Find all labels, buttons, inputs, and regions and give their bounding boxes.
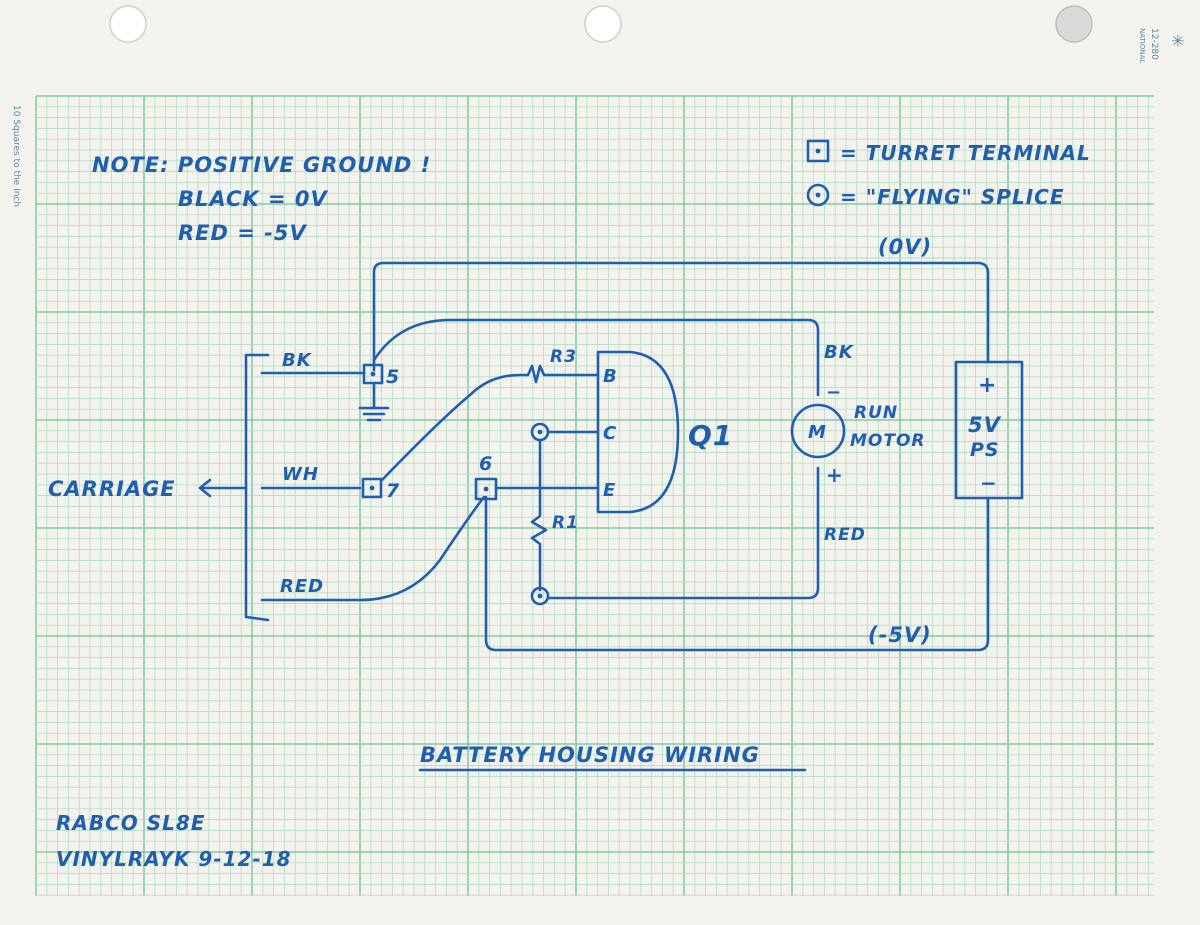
- transistor-q1-body: [596, 350, 680, 514]
- splice-bottom-dot: [537, 593, 543, 599]
- note-line-3: RED = -5V: [178, 221, 307, 245]
- legend-splice-icon: [806, 183, 830, 207]
- wire-minus5v-bus: [484, 495, 990, 652]
- wire-0v-bus: [372, 261, 990, 372]
- label-ps-line1: 5V: [968, 413, 1002, 437]
- label-ps-line2: PS: [970, 439, 1000, 461]
- label-bk-left: BK: [282, 350, 313, 371]
- label-emitter: E: [603, 480, 616, 501]
- power-supply-box: [954, 360, 1024, 500]
- label-0v: (0V): [878, 235, 932, 259]
- legend-splice-dot: [815, 192, 821, 198]
- splice-collector-dot: [537, 429, 543, 435]
- brand-name: NATIONAL: [1138, 28, 1146, 63]
- legend-turret-icon: [806, 139, 830, 163]
- legend-splice-text: = "FLYING" SPLICE: [840, 185, 1064, 209]
- label-minus5v: (-5V): [868, 623, 932, 647]
- punch-hole-left: [109, 5, 147, 43]
- ground-icon: [358, 406, 390, 422]
- label-red-left: RED: [280, 576, 324, 597]
- label-terminal-6: 6: [479, 453, 493, 475]
- label-collector: C: [603, 423, 617, 444]
- brand-logo-icon: ✳: [1168, 34, 1187, 47]
- label-motor-minus: −: [826, 382, 842, 403]
- label-r1: R1: [552, 513, 579, 533]
- motor-circle: [790, 403, 846, 459]
- author-date-label: VINYLRAYK 9-12-18: [56, 847, 292, 871]
- terminal-7-dot: [369, 485, 375, 491]
- label-terminal-7: 7: [386, 480, 400, 502]
- label-ps-minus: −: [980, 471, 998, 495]
- legend-turret-dot: [815, 148, 821, 154]
- label-carriage: CARRIAGE: [48, 477, 176, 501]
- terminal-6-dot: [483, 486, 489, 492]
- label-motor-line1: RUN: [854, 403, 898, 423]
- label-base: B: [603, 366, 618, 387]
- label-red-motor: RED: [824, 525, 866, 545]
- carriage-arrow-icon: [198, 478, 248, 498]
- components: [361, 139, 1024, 772]
- label-terminal-5: 5: [386, 366, 400, 388]
- diagram-title: BATTERY HOUSING WIRING: [420, 743, 760, 767]
- wire-carriage-red: [260, 495, 486, 602]
- turret-terminal-7: [361, 477, 383, 499]
- note-line-1: NOTE: POSITIVE GROUND !: [92, 153, 431, 177]
- wire-r3-base: [380, 364, 600, 482]
- terminal-dots: [369, 148, 821, 599]
- label-r3: R3: [550, 347, 577, 367]
- label-motor-symbol: M: [808, 422, 827, 443]
- resistor-r1: [530, 438, 548, 592]
- note-line-2: BLACK = 0V: [178, 187, 329, 211]
- turret-terminal-5: [362, 363, 384, 385]
- paper-code: 12-280: [1149, 28, 1159, 60]
- flying-splice-collector: [530, 422, 550, 442]
- wire-motor-red: [546, 466, 820, 600]
- graph-grid: [35, 95, 1154, 896]
- label-motor-line2: MOTOR: [850, 431, 926, 451]
- carriage-cable-bracket: [244, 353, 270, 622]
- labels: NOTE: POSITIVE GROUND ! BLACK = 0V RED =…: [48, 141, 1091, 871]
- label-motor-plus: +: [826, 463, 844, 487]
- label-q1: Q1: [688, 419, 733, 452]
- legend-turret-text: = TURRET TERMINAL: [840, 141, 1091, 165]
- wires: [198, 261, 990, 652]
- punch-hole-middle: [584, 5, 622, 43]
- label-bk-motor: BK: [824, 342, 855, 363]
- flying-splice-bottom: [530, 586, 550, 606]
- punch-hole-right: [1055, 5, 1093, 43]
- model-label: RABCO SL8E: [56, 811, 206, 835]
- terminal-5-dot: [370, 371, 376, 377]
- margin-vertical-text: 10 Squares to the Inch: [11, 105, 21, 207]
- turret-terminal-6: [474, 477, 498, 501]
- label-ps-plus: +: [978, 373, 997, 398]
- wire-bk-motor: [372, 318, 820, 397]
- label-wh: WH: [282, 464, 319, 485]
